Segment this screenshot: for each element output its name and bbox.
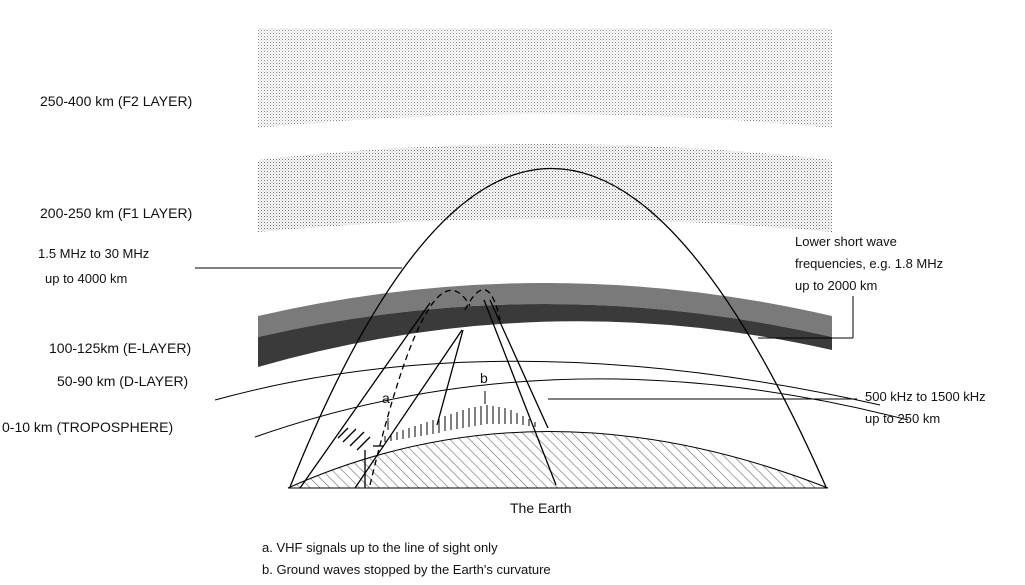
label-short-wave-line1: 1.5 MHz to 30 MHz <box>38 246 149 261</box>
earth-label: The Earth <box>510 500 571 516</box>
earth-surface <box>287 431 829 489</box>
label-lower-sw-line3: up to 2000 km <box>795 278 877 293</box>
e-layer-band <box>258 283 832 337</box>
vhf-sweep-2 <box>354 329 463 489</box>
label-lower-sw-line1: Lower short wave <box>795 234 897 249</box>
label-medium-wave-line2: up to 250 km <box>865 411 940 426</box>
d-layer-band <box>258 304 832 367</box>
label-d-layer: 50-90 km (D-LAYER) <box>57 373 188 389</box>
legend-a: a. VHF signals up to the line of sight o… <box>262 540 498 555</box>
vhf-sweep-1 <box>299 302 431 489</box>
label-f2-layer: 250-400 km (F2 LAYER) <box>40 93 192 109</box>
lower-short-wave-hop-1 <box>369 289 471 486</box>
label-f1-layer: 200-250 km (F1 LAYER) <box>40 205 192 221</box>
medium-wave-up <box>436 329 464 426</box>
label-medium-wave-line1: 500 kHz to 1500 kHz <box>865 389 986 404</box>
label-troposphere: 0-10 km (TROPOSPHERE) <box>2 419 173 435</box>
marker-a: a <box>382 390 390 406</box>
troposphere-arc <box>254 378 909 438</box>
f2-layer-band <box>258 28 832 128</box>
marker-b: b <box>480 370 488 386</box>
short-wave-path <box>289 167 827 488</box>
legend-b: b. Ground waves stopped by the Earth's c… <box>262 562 551 577</box>
lower-short-wave-hop-2 <box>464 289 501 321</box>
label-short-wave-line2: up to 4000 km <box>45 271 127 286</box>
atmosphere-boundary-arc <box>214 360 881 406</box>
f1-layer-band <box>258 144 832 232</box>
medium-wave-right <box>489 299 549 429</box>
medium-wave-down <box>483 299 557 486</box>
ground-wave-ticks <box>384 405 536 442</box>
label-e-layer: 100-125km (E-LAYER) <box>49 340 191 356</box>
vhf-antenna <box>337 427 384 488</box>
label-lower-sw-line2: frequencies, e.g. 1.8 MHz <box>795 256 943 271</box>
